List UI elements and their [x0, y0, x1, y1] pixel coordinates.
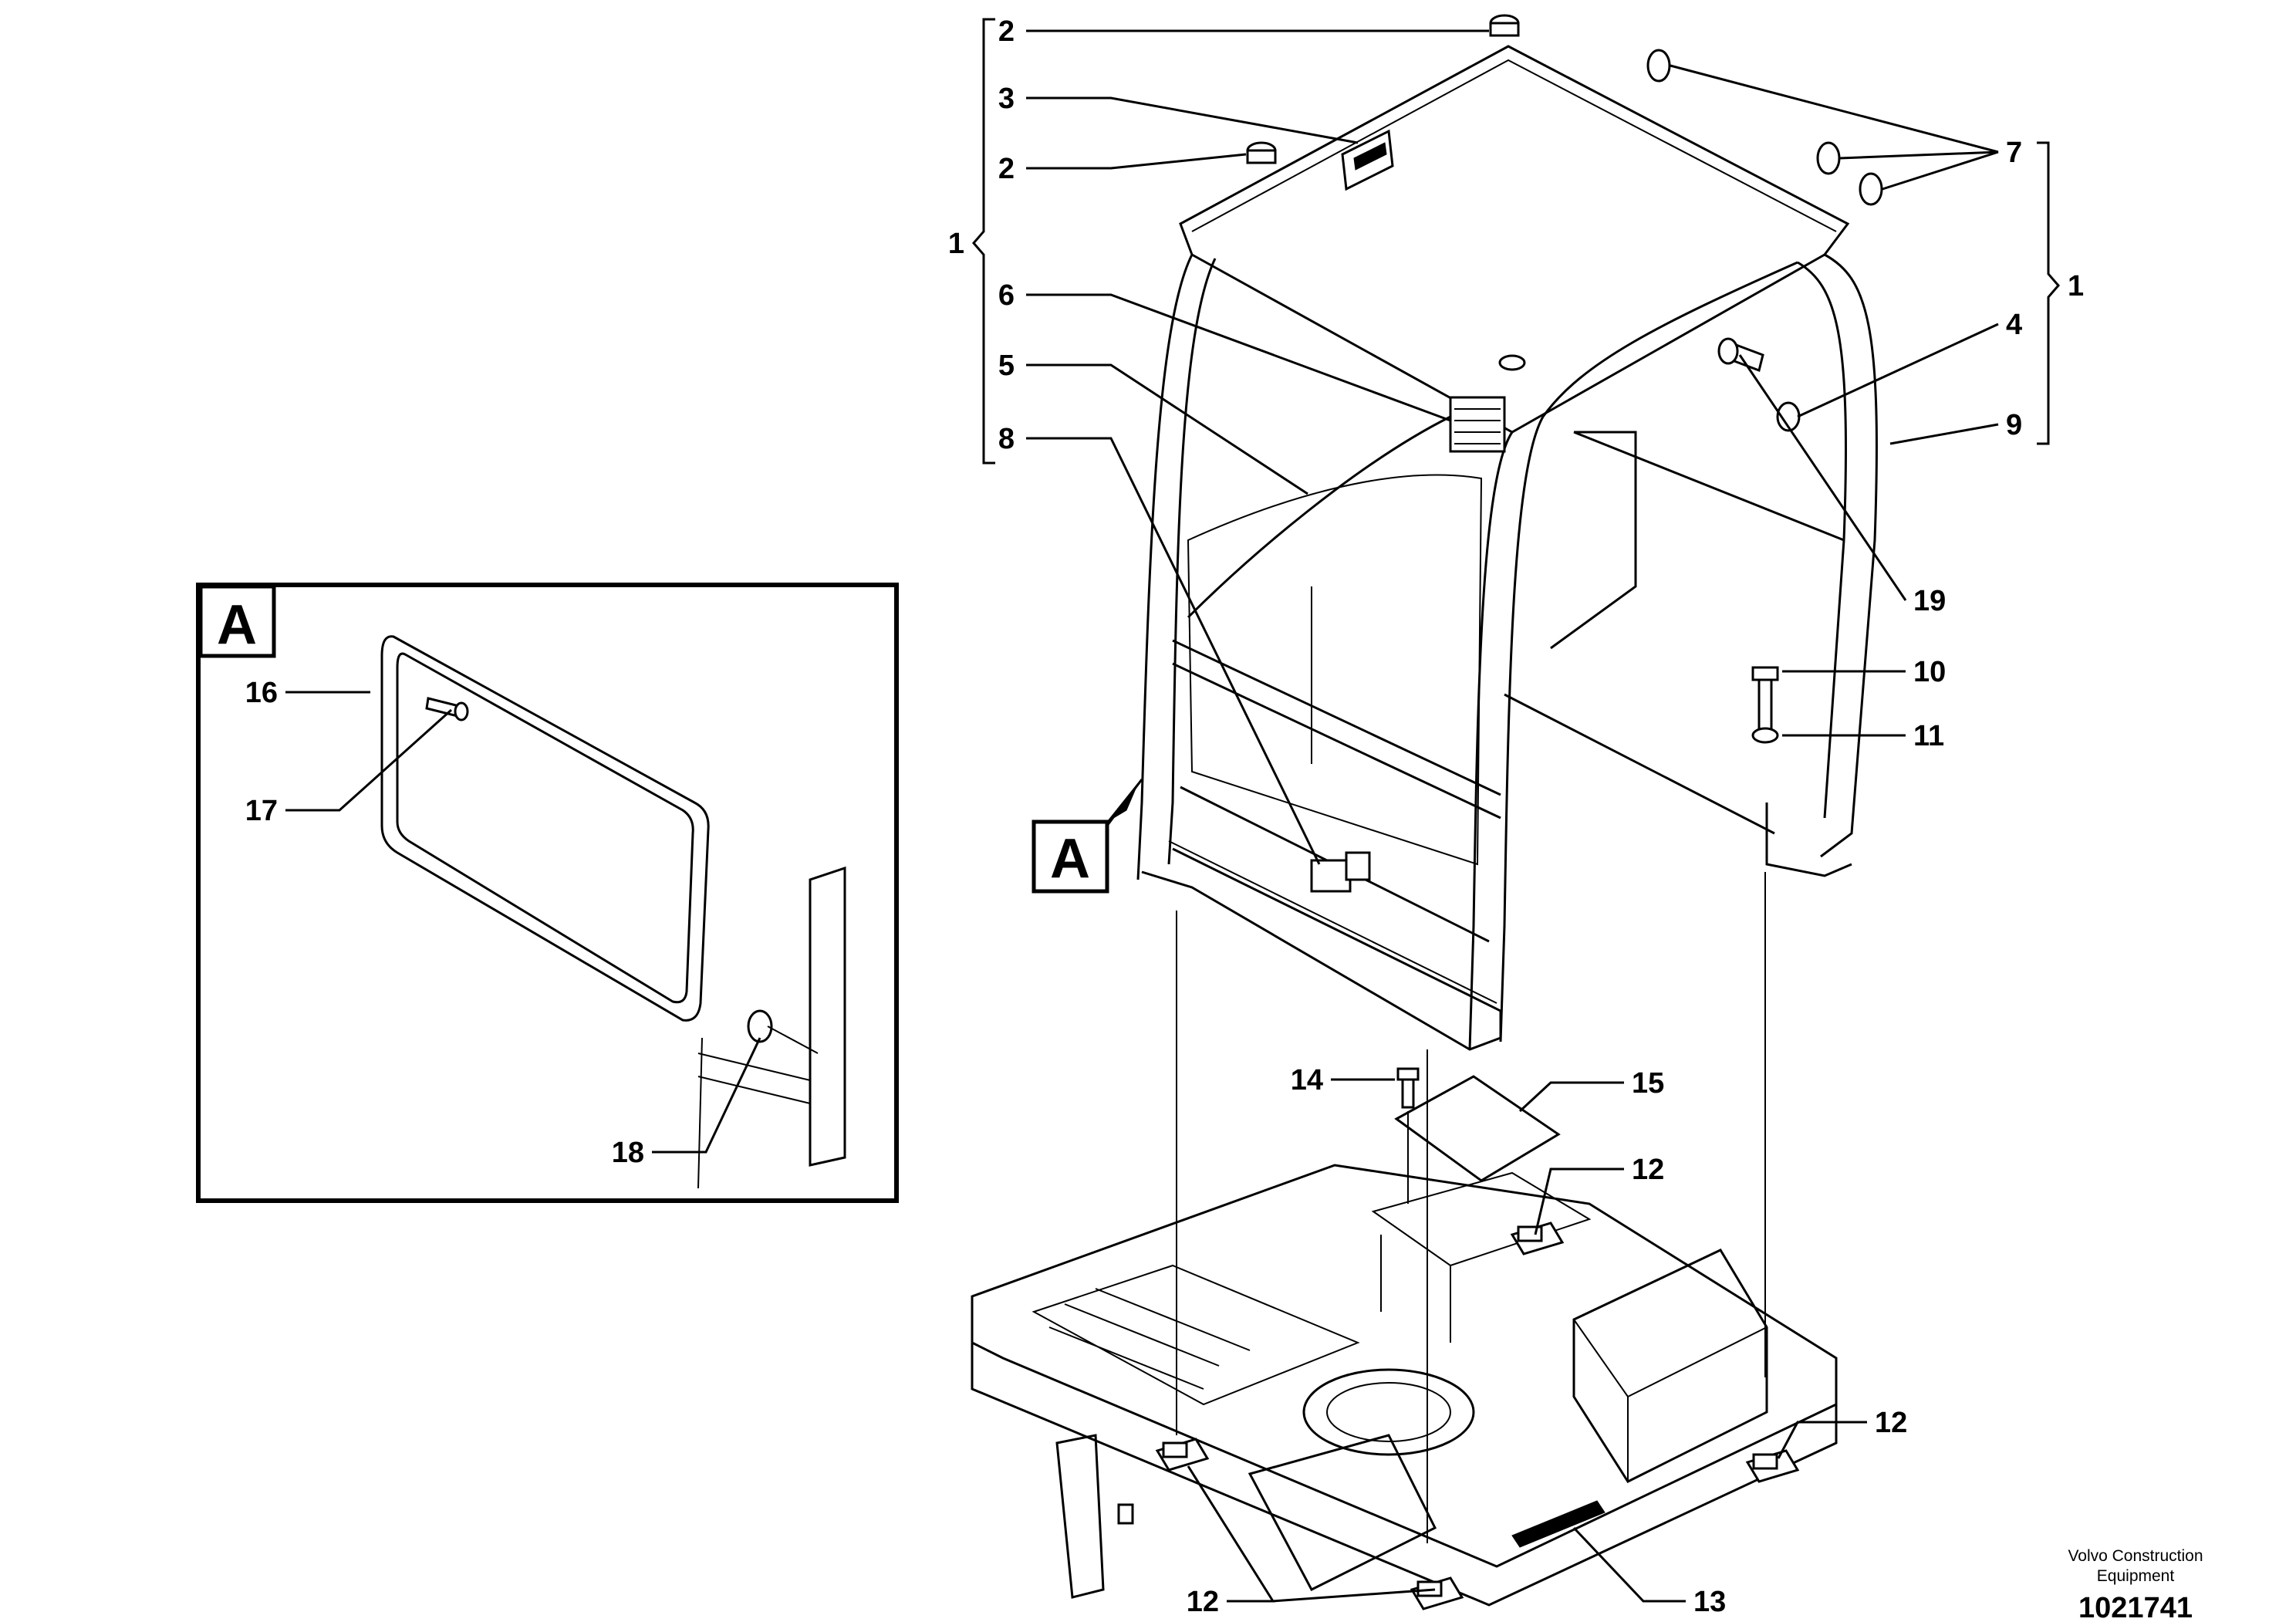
- view-marker-a: A: [1032, 779, 1143, 894]
- callout-19: 19: [1913, 585, 1946, 617]
- callout-14: 14: [1291, 1064, 1323, 1097]
- callout-12-bottom: 12: [1187, 1586, 1219, 1618]
- drawing-footer: Volvo Construction Equipment 1021741: [2068, 1547, 2203, 1622]
- callout-7: 7: [2006, 137, 2022, 169]
- drawing-number: 1021741: [2078, 1592, 2193, 1622]
- callout-13: 13: [1693, 1586, 1726, 1618]
- leader-lines: [1026, 29, 1999, 1603]
- callout-10: 10: [1913, 656, 1946, 688]
- inset-label: A: [217, 594, 257, 656]
- callout-6: 6: [998, 279, 1015, 312]
- callout-3: 3: [998, 83, 1015, 115]
- group-brace-right: [2037, 141, 2060, 445]
- callout-1-left: 1: [948, 228, 964, 260]
- callout-2-top: 2: [998, 15, 1015, 48]
- assembly-guide-lines: [1176, 872, 1766, 1543]
- callout-labels: 2 3 2 1 6 5 8 7 1 4 9 19 10 11 14 15 12 …: [245, 15, 2084, 1618]
- view-marker-label: A: [1050, 828, 1090, 890]
- company-name-line1: Volvo Construction: [2068, 1547, 2203, 1565]
- callout-12-right: 12: [1875, 1407, 1907, 1439]
- callout-8: 8: [998, 423, 1015, 455]
- callout-4: 4: [2006, 309, 2022, 341]
- company-name-line2: Equipment: [2097, 1567, 2175, 1585]
- callout-18: 18: [612, 1137, 644, 1169]
- callout-15: 15: [1632, 1067, 1664, 1100]
- group-brace-left: [972, 18, 995, 465]
- callout-11: 11: [1913, 720, 1944, 752]
- callout-1-right: 1: [2068, 270, 2084, 302]
- callout-2-mid: 2: [998, 153, 1015, 185]
- callout-9: 9: [2006, 409, 2022, 441]
- callout-16: 16: [245, 677, 278, 709]
- callout-5: 5: [998, 350, 1015, 382]
- detail-inset-a: A: [196, 583, 899, 1203]
- callout-12-mid: 12: [1632, 1154, 1664, 1186]
- base-frame: [971, 1164, 1838, 1610]
- cab-frame: [1136, 14, 1883, 1182]
- callout-17: 17: [245, 795, 278, 827]
